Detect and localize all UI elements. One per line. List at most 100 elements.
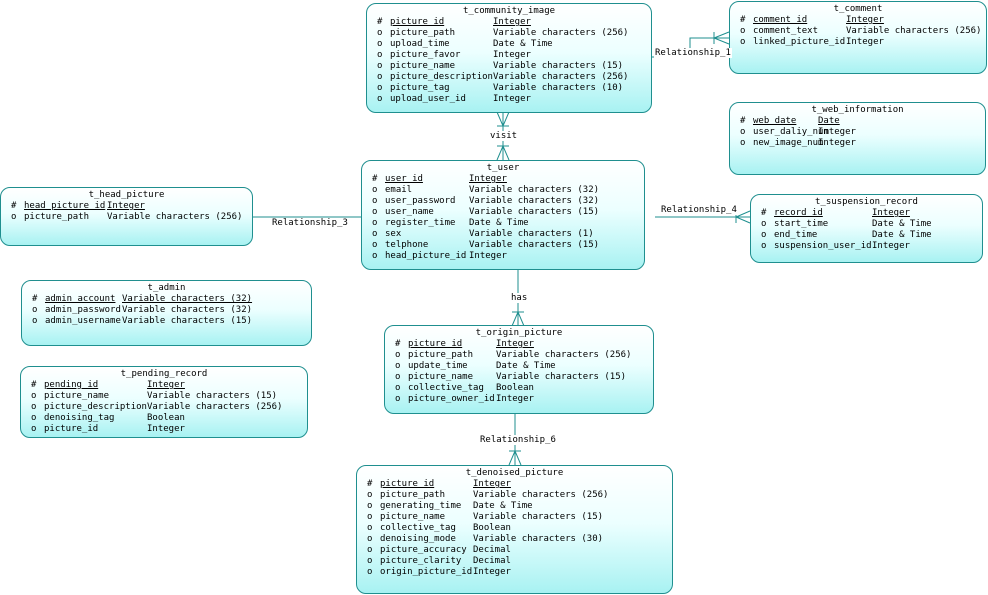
attribute-type: Date & Time — [493, 39, 553, 49]
attribute-type: Integer — [469, 174, 507, 184]
attribute-name: picture_name — [44, 391, 110, 401]
attribute-type: Variable characters (1) — [469, 229, 594, 239]
attribute-name: user_password — [385, 196, 456, 206]
attribute-name: picture_path — [24, 212, 90, 222]
attribute-name: head_picture_id — [385, 251, 467, 261]
visit-label: visit — [489, 131, 519, 141]
attribute-name: sex — [385, 229, 402, 239]
attribute-name: start_time — [774, 219, 829, 229]
entity-title: t_pending_record — [120, 369, 208, 379]
attribute-name: picture_description — [390, 72, 493, 82]
attribute-type: Integer — [147, 424, 185, 434]
attribute-marker: o — [740, 37, 746, 47]
attribute-type: Integer — [496, 394, 534, 404]
attribute-marker: o — [372, 240, 378, 250]
entity-title: t_denoised_picture — [465, 468, 564, 478]
attribute-name: picture_owner_id — [408, 394, 495, 404]
attribute-name: user_daliy_num — [753, 127, 829, 137]
attribute-name: picture_path — [380, 490, 446, 500]
attribute-marker: o — [31, 402, 37, 412]
attribute-type: Variable characters (256) — [846, 26, 982, 36]
entity-title: t_suspension_record — [815, 197, 918, 207]
attribute-marker: o — [377, 50, 383, 60]
entity-title: t_community_image — [462, 6, 556, 16]
attribute-marker: o — [31, 424, 37, 434]
attribute-marker: o — [761, 241, 767, 251]
attribute-name: suspension_user_id — [774, 241, 872, 251]
attribute-type: Integer — [872, 208, 910, 218]
attribute-name: new_image_num — [753, 138, 824, 148]
attribute-marker: o — [372, 185, 378, 195]
attribute-marker: o — [372, 229, 378, 239]
relationship-6-label: Relationship_6 — [479, 435, 557, 445]
attribute-marker: o — [395, 383, 401, 393]
attribute-type: Variable characters (15) — [469, 207, 600, 217]
attribute-type: Integer — [493, 50, 531, 60]
attribute-marker: o — [367, 567, 373, 577]
has-crowfoot — [511, 310, 525, 327]
attribute-marker: o — [367, 556, 373, 566]
entity-title: t_comment — [833, 4, 883, 14]
attribute-name: end_time — [774, 230, 818, 240]
attribute-type: Variable characters (256) — [496, 350, 632, 360]
attribute-name: update_time — [408, 361, 468, 371]
attribute-marker: o — [372, 196, 378, 206]
attribute-type: Integer — [846, 37, 884, 47]
has-label: has — [510, 293, 529, 303]
attribute-name: picture_id — [44, 424, 99, 434]
attribute-name: picture_tag — [390, 83, 450, 93]
attribute-type: Date & Time — [469, 218, 529, 228]
attribute-name: collective_tag — [380, 523, 456, 533]
attribute-name: collective_tag — [408, 383, 484, 393]
attribute-name: comment_text — [753, 26, 819, 36]
attribute-marker: o — [367, 490, 373, 500]
attribute-type: Boolean — [473, 523, 511, 533]
attribute-name: picture_id — [390, 17, 445, 27]
attribute-type: Decimal — [473, 545, 511, 555]
attribute-marker: o — [377, 83, 383, 93]
attribute-name: origin_picture_id — [380, 567, 473, 577]
visit-crowfoot-bottom — [496, 144, 510, 161]
pending-record-attribute-row: o picture_id Integer — [31, 424, 307, 435]
attribute-marker: o — [372, 218, 378, 228]
attribute-marker: o — [395, 350, 401, 360]
attribute-name: web_date — [753, 116, 797, 126]
attribute-marker: o — [11, 212, 17, 222]
relationship-4-label: Relationship_4 — [660, 205, 738, 215]
attribute-type: Integer — [473, 567, 511, 577]
primary-key-marker: # — [740, 116, 746, 126]
attribute-type: Variable characters (15) — [469, 240, 600, 250]
attribute-name: admin_username — [45, 316, 121, 326]
attribute-type: Variable characters (15) — [473, 512, 604, 522]
attribute-name: user_id — [385, 174, 423, 184]
attribute-type: Decimal — [473, 556, 511, 566]
